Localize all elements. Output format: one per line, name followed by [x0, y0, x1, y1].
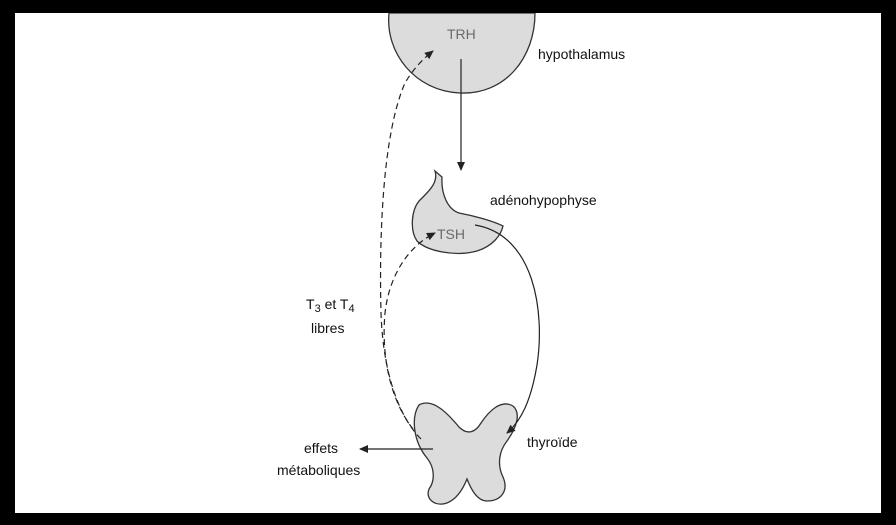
metaboliques-label: métaboliques [277, 462, 360, 478]
trh-label: TRH [447, 26, 476, 42]
tsh-label: TSH [437, 226, 465, 242]
tsh-to-thyroid-arrow [475, 225, 539, 433]
thyroid-axis-diagram: TRH TSH hypothalamus adénohypophyse thyr… [15, 13, 881, 513]
t4-sub: 4 [348, 303, 354, 315]
effets-label: effets [304, 440, 338, 456]
thyroide-shape [414, 403, 517, 504]
thyroide-label: thyroïde [527, 434, 578, 450]
et-text: et [321, 296, 340, 312]
hypothalamus-label: hypothalamus [538, 46, 625, 62]
t3-t4-label: T3 et T4 [306, 296, 355, 315]
hypothalamus-shape [389, 13, 535, 93]
adenohypophyse-label: adénohypophyse [490, 192, 597, 208]
libres-label: libres [311, 320, 344, 336]
diagram-panel: TRH TSH hypothalamus adénohypophyse thyr… [15, 13, 881, 513]
feedback-to-pituitary-arrow [384, 233, 435, 429]
